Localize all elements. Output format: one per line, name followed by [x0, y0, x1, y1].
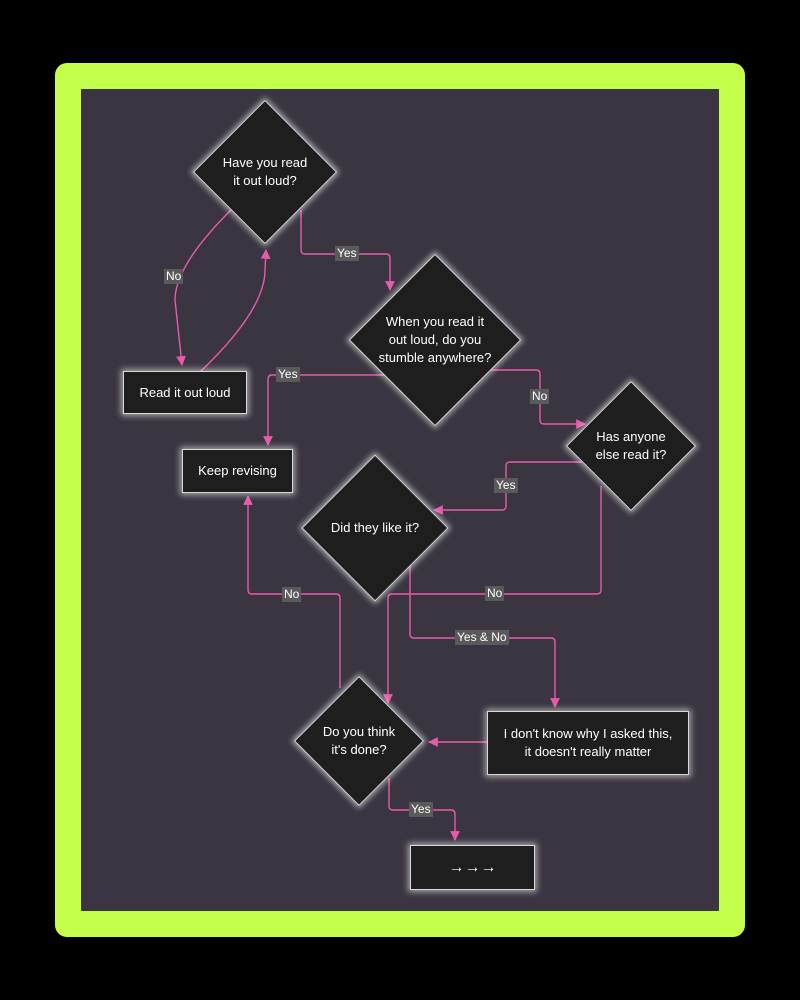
edge-label-yes: Yes — [335, 246, 359, 261]
edge-label-no: No — [164, 269, 184, 284]
edge-label-yes-and-no: Yes & No — [455, 630, 509, 645]
edge-label-yes: Yes — [276, 367, 300, 382]
node-stumble-question: When you read it out loud, do you stumbl… — [348, 253, 522, 427]
node-keep-revising: Keep revising — [182, 449, 293, 493]
edge-label-no: No — [485, 586, 505, 601]
edge-label-no: No — [282, 587, 302, 602]
node-read-it-out-loud: Read it out loud — [123, 371, 247, 414]
node-done-question: Do you think it's done? — [293, 675, 425, 807]
edge-label-yes: Yes — [494, 478, 518, 493]
node-like-it-question: Did they like it? — [301, 454, 449, 602]
node-dont-know: I don't know why I asked this, it doesn'… — [487, 711, 689, 775]
node-next-arrows: →→→ — [410, 845, 535, 890]
edge-label-yes: Yes — [409, 802, 433, 817]
node-read-aloud-question: Have you read it out loud? — [192, 99, 338, 245]
node-anyone-else-question: Has anyone else read it? — [565, 380, 697, 512]
edge-label-no: No — [530, 389, 550, 404]
